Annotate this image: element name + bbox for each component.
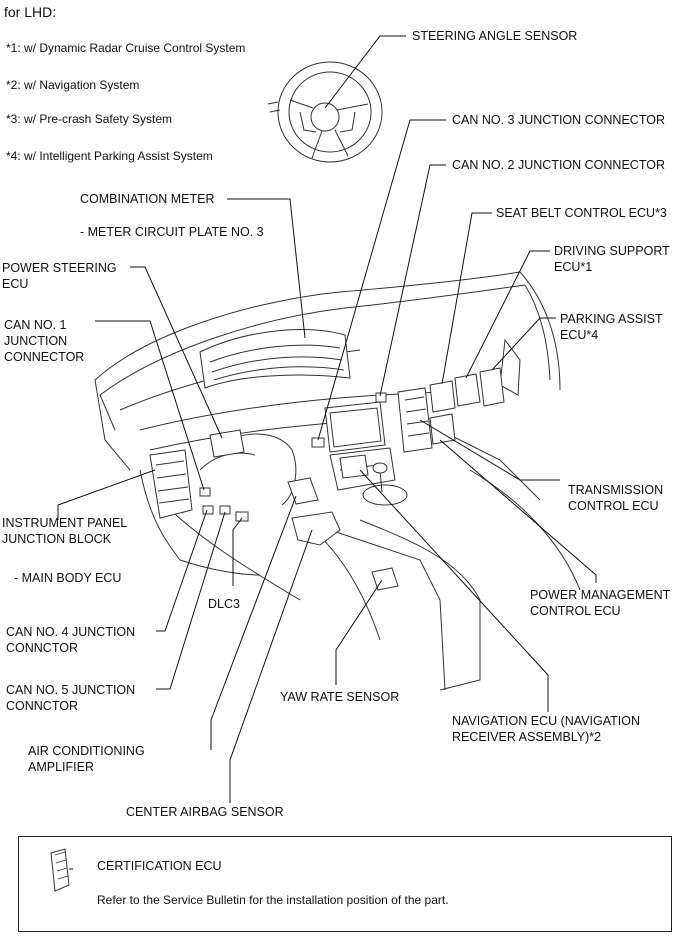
certification-ecu-icon <box>50 848 73 892</box>
legend-box: CERTIFICATION ECU Refer to the Service B… <box>18 836 672 932</box>
footnote-3: *3: w/ Pre-crash Safety System <box>6 112 173 126</box>
label-instrument-panel-junction-block: INSTRUMENT PANEL JUNCTION BLOCK <box>2 516 128 546</box>
label-combination-meter: COMBINATION METER <box>80 192 215 206</box>
footnote-2: *2: w/ Navigation System <box>6 78 140 92</box>
label-power-management-control-ecu: POWER MANAGEMENT CONTROL ECU <box>530 588 671 618</box>
legend-note: Refer to the Service Bulletin for the in… <box>97 893 449 907</box>
label-dlc3: DLC3 <box>208 597 240 611</box>
label-yaw-rate-sensor: YAW RATE SENSOR <box>280 690 400 704</box>
footnote-1: *1: w/ Dynamic Radar Cruise Control Syst… <box>6 41 246 55</box>
footnote-4: *4: w/ Intelligent Parking Assist System <box>6 149 213 163</box>
label-can-no-2-junction-connector: CAN NO. 2 JUNCTION CONNECTOR <box>452 158 665 172</box>
label-main-body-ecu: - MAIN BODY ECU <box>14 571 122 585</box>
label-driving-support-ecu: DRIVING SUPPORT ECU*1 <box>554 244 670 274</box>
dashboard-drawing <box>94 271 581 691</box>
label-can-no-3-junction-connector: CAN NO. 3 JUNCTION CONNECTOR <box>452 113 665 127</box>
label-seat-belt-control-ecu: SEAT BELT CONTROL ECU*3 <box>496 206 667 220</box>
legend-certification-ecu-label: CERTIFICATION ECU <box>97 859 222 873</box>
label-power-steering-ecu: POWER STEERING ECU <box>2 261 117 291</box>
label-air-conditioning-amplifier: AIR CONDITIONING AMPLIFIER <box>28 744 145 774</box>
components <box>149 367 505 591</box>
label-navigation-ecu: NAVIGATION ECU (NAVIGATION RECEIVER ASSE… <box>452 714 640 744</box>
label-steering-angle-sensor: STEERING ANGLE SENSOR <box>412 29 578 43</box>
steering-wheel-drawing <box>267 61 383 163</box>
label-can-no-1-junction-connector: CAN NO. 1 JUNCTION CONNECTOR <box>4 318 85 364</box>
label-transmission-control-ecu: TRANSMISSION CONTROL ECU <box>568 483 664 513</box>
label-meter-circuit-plate: - METER CIRCUIT PLATE NO. 3 <box>80 225 264 239</box>
label-parking-assist-ecu: PARKING ASSIST ECU*4 <box>560 312 663 342</box>
leader-lines <box>57 35 597 803</box>
page-title: for LHD: <box>4 4 57 20</box>
label-can-no-4-junction-connector: CAN NO. 4 JUNCTION CONNCTOR <box>6 625 136 655</box>
label-can-no-5-junction-connector: CAN NO. 5 JUNCTION CONNCTOR <box>6 683 136 713</box>
label-center-airbag-sensor: CENTER AIRBAG SENSOR <box>126 805 284 819</box>
